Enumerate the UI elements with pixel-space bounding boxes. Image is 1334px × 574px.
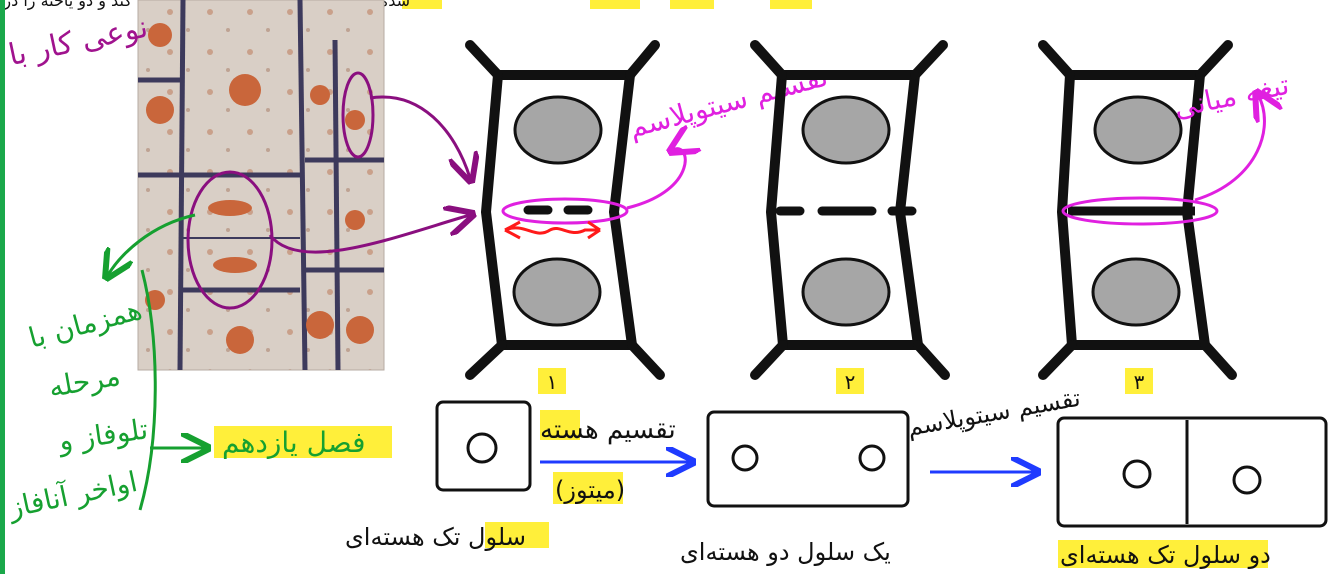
cell-1-number: ۱ bbox=[547, 370, 558, 394]
box-1-caption: سلول تک هسته‌ای bbox=[345, 523, 526, 551]
cell-3-annotation-arrow bbox=[1194, 95, 1264, 202]
arrow-1-top-label: تقسیم هسته bbox=[540, 415, 676, 445]
cell-1-wall-stub bbox=[465, 40, 503, 80]
micrograph-caption: نوعی کار با bbox=[5, 10, 150, 74]
cell-2-nucleus-top bbox=[801, 95, 891, 165]
cell-2-wall-stub bbox=[910, 40, 948, 80]
arrow-1-label-highlight bbox=[540, 410, 580, 440]
green-arrow-to-notes bbox=[108, 213, 196, 275]
arrow-2-top-label: تقسیم سیتوپلاسم bbox=[905, 384, 1082, 442]
header-highlight bbox=[590, 0, 640, 9]
cell-3-number: ۳ bbox=[1134, 370, 1145, 394]
cell-1-annotation-arrow bbox=[626, 149, 685, 210]
header-highlight bbox=[402, 0, 442, 9]
green-note-line-1: همزمان با bbox=[25, 293, 145, 355]
micrograph-image bbox=[137, 0, 385, 371]
green-bracket bbox=[138, 269, 157, 511]
arrow-1-bottom-label: (میتوز) bbox=[555, 476, 625, 504]
cell-1-nucleus-top bbox=[513, 95, 603, 165]
box-3-nucleus-right bbox=[1232, 465, 1262, 495]
cell-2-wall-stub bbox=[913, 340, 950, 380]
cell-2-number-highlight bbox=[836, 368, 864, 394]
cell-1-plate-circle bbox=[501, 197, 629, 225]
micrograph-circle-top bbox=[341, 71, 375, 159]
cell-1-wall-stub bbox=[465, 340, 507, 380]
cell-1-wall-stub bbox=[625, 40, 660, 80]
chapter-label: فصل یازدهم bbox=[222, 426, 366, 459]
green-notes: همزمان با مرحله تلوفاز و اواخر آنافاز فص… bbox=[4, 213, 392, 525]
box-1-nucleus bbox=[466, 432, 498, 464]
cell-1-nucleus-bottom bbox=[512, 257, 602, 327]
micrograph-circle-dividing bbox=[186, 170, 274, 310]
cell-3-wall-stub bbox=[1195, 40, 1233, 80]
header-highlight bbox=[770, 0, 812, 9]
bottom-sequence: سلول تک هسته‌ای تقسیم هسته (میتوز) یک سل… bbox=[345, 384, 1328, 569]
box-3-caption: دو سلول تک هسته‌ای bbox=[1060, 541, 1271, 569]
cell-2-nucleus-bottom bbox=[801, 257, 891, 327]
cell-2-number: ۲ bbox=[845, 370, 856, 394]
cell-diagram-3: تیغه میانی ۳ bbox=[1038, 40, 1292, 394]
box-2-nucleus-right bbox=[858, 444, 886, 472]
cell-3-wall-stub bbox=[1200, 340, 1237, 380]
cell-1-wall-stub bbox=[627, 340, 665, 380]
cell-3-lamella-circle bbox=[1061, 196, 1219, 226]
green-note-line-3: تلوفاز و bbox=[55, 412, 150, 457]
chapter-highlight bbox=[214, 426, 392, 458]
cell-3-number-highlight bbox=[1125, 368, 1153, 394]
header-highlight bbox=[670, 0, 714, 9]
box-2-nucleus-left bbox=[731, 444, 759, 472]
purple-arrow-lower bbox=[268, 215, 470, 254]
box-2-caption: یک سلول دو هسته‌ای bbox=[680, 538, 891, 566]
cell-3-nucleus-bottom bbox=[1091, 257, 1181, 327]
arrow-1-bottom-highlight bbox=[553, 472, 623, 504]
box-3-nucleus-left bbox=[1122, 459, 1152, 489]
micrograph bbox=[137, 0, 385, 371]
purple-arrow-upper bbox=[369, 95, 470, 178]
cell-1-growth-arrows bbox=[504, 220, 601, 240]
cell-2-wall-stub bbox=[750, 340, 788, 380]
cell-3-wall-stub bbox=[1038, 340, 1077, 380]
header: شده است. همچنین مانند چسب عمل می کند و د… bbox=[0, 0, 812, 11]
cell-2-wall-stub bbox=[750, 40, 787, 80]
page-edge-bar bbox=[0, 0, 5, 574]
green-note-line-2: مرحله bbox=[46, 359, 123, 404]
green-note-line-4: اواخر آنافاز bbox=[4, 465, 140, 525]
box-2-binucleate-cell bbox=[706, 410, 910, 508]
cell-1-number-highlight bbox=[538, 368, 566, 394]
box-3-caption-highlight bbox=[1058, 540, 1268, 568]
box-1-caption-highlight bbox=[485, 522, 549, 548]
box-3-two-cells bbox=[1056, 416, 1328, 528]
cell-3-wall-stub bbox=[1038, 40, 1075, 80]
box-1-single-nucleus-cell bbox=[435, 400, 532, 492]
cell-diagram-2: ۲ bbox=[750, 40, 950, 394]
micrograph-nuclei bbox=[145, 23, 374, 354]
cell-3-nucleus-top bbox=[1093, 95, 1183, 165]
